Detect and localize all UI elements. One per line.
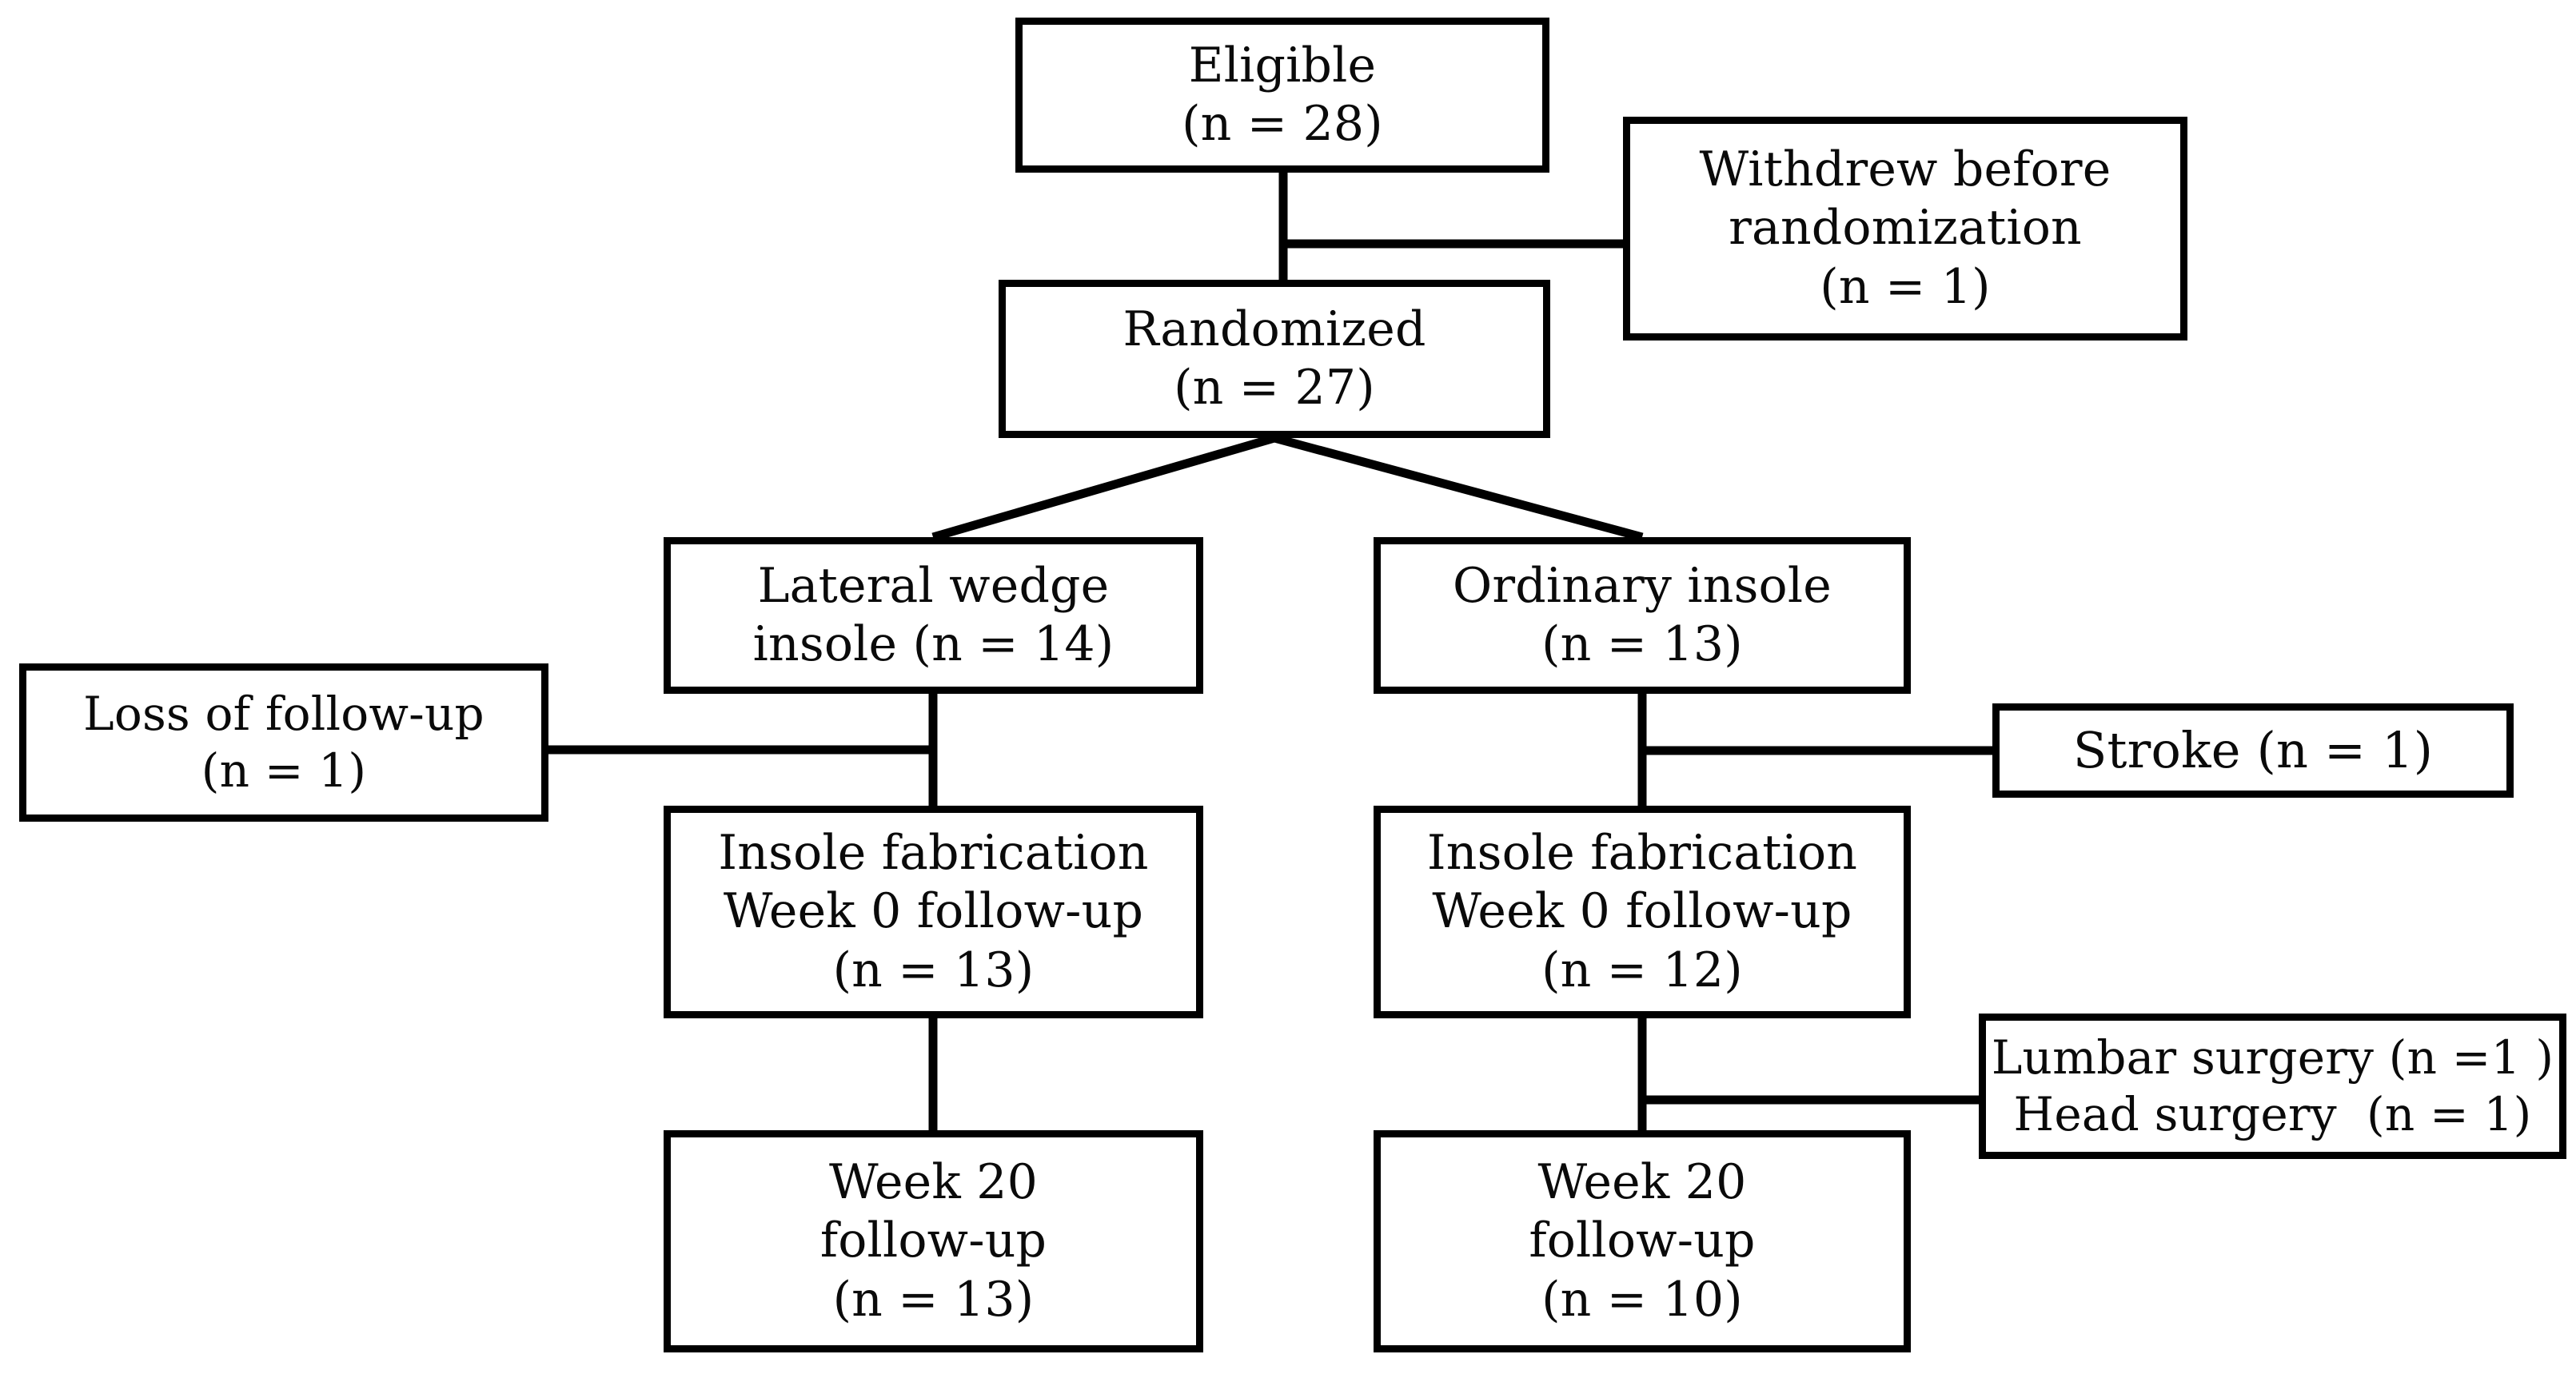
node-fabrication-left-line-1: Insole fabrication: [718, 825, 1149, 882]
node-eligible-line-2: (n = 28): [1182, 96, 1383, 152]
node-week20-right-line-3: (n = 10): [1541, 1271, 1743, 1328]
node-randomized-line-1: Randomized: [1123, 301, 1426, 357]
node-lateral-wedge-insole: Lateral wedge insole (n = 14): [664, 537, 1203, 694]
node-ordinary-insole: Ordinary insole (n = 13): [1374, 537, 1911, 694]
node-surgery-line-1: Lumbar surgery (n =1 ): [1991, 1030, 2554, 1085]
node-randomized-line-2: (n = 27): [1174, 360, 1375, 416]
node-surgery-exclusions: Lumbar surgery (n =1 ) Head surgery (n =…: [1979, 1014, 2566, 1159]
node-week20-follow-up-ordinary: Week 20 follow-up (n = 10): [1374, 1130, 1911, 1352]
node-fabrication-left-line-2: Week 0 follow-up: [723, 883, 1144, 940]
node-fabrication-right-line-2: Week 0 follow-up: [1432, 883, 1852, 940]
node-week20-right-line-2: follow-up: [1529, 1213, 1756, 1269]
node-eligible: Eligible (n = 28): [1015, 18, 1549, 173]
node-insole-fabrication-week0-ordinary: Insole fabrication Week 0 follow-up (n =…: [1374, 806, 1911, 1018]
node-week20-left-line-2: follow-up: [819, 1213, 1047, 1269]
node-randomized: Randomized (n = 27): [999, 280, 1550, 438]
node-loss-followup-line-1: Loss of follow-up: [83, 687, 484, 742]
edge-randomized-to-lateral-wedge: [931, 433, 1276, 542]
node-loss-of-follow-up: Loss of follow-up (n = 1): [19, 663, 548, 822]
node-week20-left-line-3: (n = 13): [832, 1271, 1035, 1328]
node-insole-fabrication-week0-lateral: Insole fabrication Week 0 follow-up (n =…: [664, 806, 1203, 1018]
node-fabrication-left-line-3: (n = 13): [832, 942, 1035, 998]
node-stroke: Stroke (n = 1): [1992, 703, 2514, 798]
node-lateral-wedge-line-2: insole (n = 14): [752, 616, 1115, 672]
node-withdrew-before-randomization: Withdrew before randomization (n = 1): [1623, 117, 2187, 341]
node-surgery-line-2: Head surgery (n = 1): [2013, 1087, 2532, 1141]
node-eligible-line-1: Eligible: [1188, 37, 1377, 94]
node-lateral-wedge-line-1: Lateral wedge: [757, 557, 1110, 614]
node-week20-left-line-1: Week 20: [829, 1154, 1038, 1211]
node-withdrew-line-1: Withdrew before: [1699, 141, 2111, 198]
node-week20-right-line-1: Week 20: [1537, 1154, 1747, 1211]
node-withdrew-line-2: randomization: [1729, 200, 2082, 257]
node-stroke-line-1: Stroke (n = 1): [2072, 721, 2434, 780]
node-fabrication-right-line-1: Insole fabrication: [1426, 825, 1858, 882]
node-week20-follow-up-lateral: Week 20 follow-up (n = 13): [664, 1130, 1203, 1352]
node-ordinary-insole-line-1: Ordinary insole: [1453, 557, 1832, 614]
edge-randomized-to-ordinary-insole: [1273, 433, 1644, 542]
node-fabrication-right-line-3: (n = 12): [1541, 942, 1743, 998]
node-withdrew-line-3: (n = 1): [1820, 258, 1991, 315]
node-loss-followup-line-2: (n = 1): [201, 743, 367, 798]
node-ordinary-insole-line-2: (n = 13): [1541, 616, 1743, 672]
